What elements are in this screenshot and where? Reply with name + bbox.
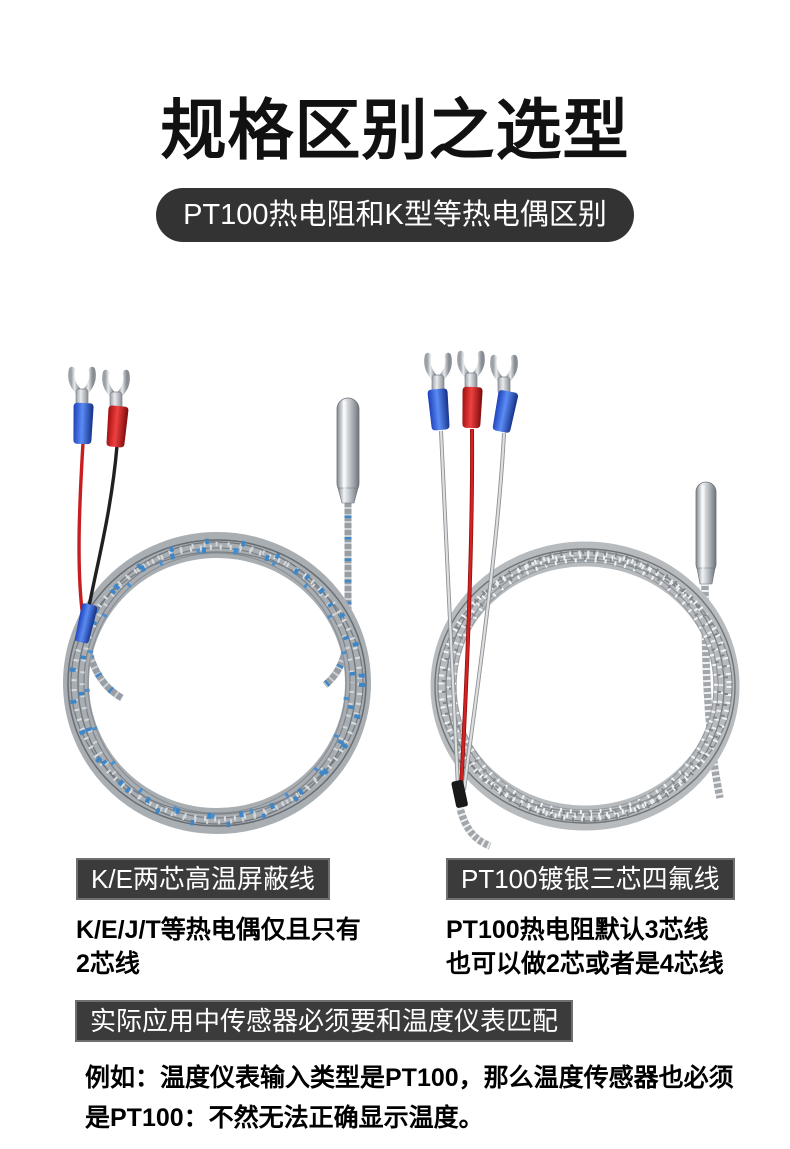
fork-terminal xyxy=(460,354,481,390)
product-left: K/E两芯高温屏蔽线 K/E/J/T等热电偶仅且只有 2芯线 xyxy=(30,340,390,981)
blue-terminal-sleeve xyxy=(72,402,94,445)
fork-terminal xyxy=(105,373,126,409)
probe xyxy=(336,397,360,504)
red-lead-wire xyxy=(459,428,474,789)
page-title: 规格区别之选型 xyxy=(160,93,630,167)
fork-terminal xyxy=(493,358,514,394)
product-right-description: PT100热电阻默认3芯线 也可以做2芯或者是4芯线 xyxy=(446,916,724,978)
product-right-label: PT100镀银三芯四氟线 xyxy=(446,858,735,900)
product-left-label: K/E两芯高温屏蔽线 xyxy=(76,858,330,900)
fork-terminal xyxy=(71,370,92,406)
k-type-sensor-image xyxy=(63,340,371,834)
coiled-cable xyxy=(430,541,740,831)
product-left-description: K/E/J/T等热电偶仅且只有 2芯线 xyxy=(76,916,361,978)
red-lead-wire xyxy=(77,441,85,612)
probe xyxy=(695,481,717,585)
blue-terminal-sleeve xyxy=(491,389,519,434)
footer-description: 例如：温度仪表输入类型是PT100，那么温度传感器也必须 是PT100：不然无法… xyxy=(85,1064,734,1132)
fork-terminal xyxy=(427,356,448,392)
crimp-junction xyxy=(451,779,468,808)
products-row: K/E两芯高温屏蔽线 K/E/J/T等热电偶仅且只有 2芯线 xyxy=(0,340,790,981)
red-terminal-sleeve xyxy=(105,405,129,448)
product-right: PT100镀银三芯四氟线 PT100热电阻默认3芯线 也可以做2芯或者是4芯线 xyxy=(400,340,760,981)
blue-terminal-sleeve xyxy=(427,388,451,431)
subtitle-pill: PT100热电阻和K型等热电偶区别 xyxy=(156,188,634,242)
silver-lead-wire xyxy=(439,430,460,789)
footer-section: 实际应用中传感器必须要和温度仪表匹配 例如：温度仪表输入类型是PT100，那么温… xyxy=(75,1000,790,1138)
pt100-sensor-image xyxy=(400,340,740,856)
black-lead-wire xyxy=(86,444,119,614)
red-terminal-sleeve xyxy=(461,386,483,429)
footer-label: 实际应用中传感器必须要和温度仪表匹配 xyxy=(75,1000,574,1042)
silver-lead-wire xyxy=(462,432,506,791)
coiled-cable xyxy=(63,532,371,834)
